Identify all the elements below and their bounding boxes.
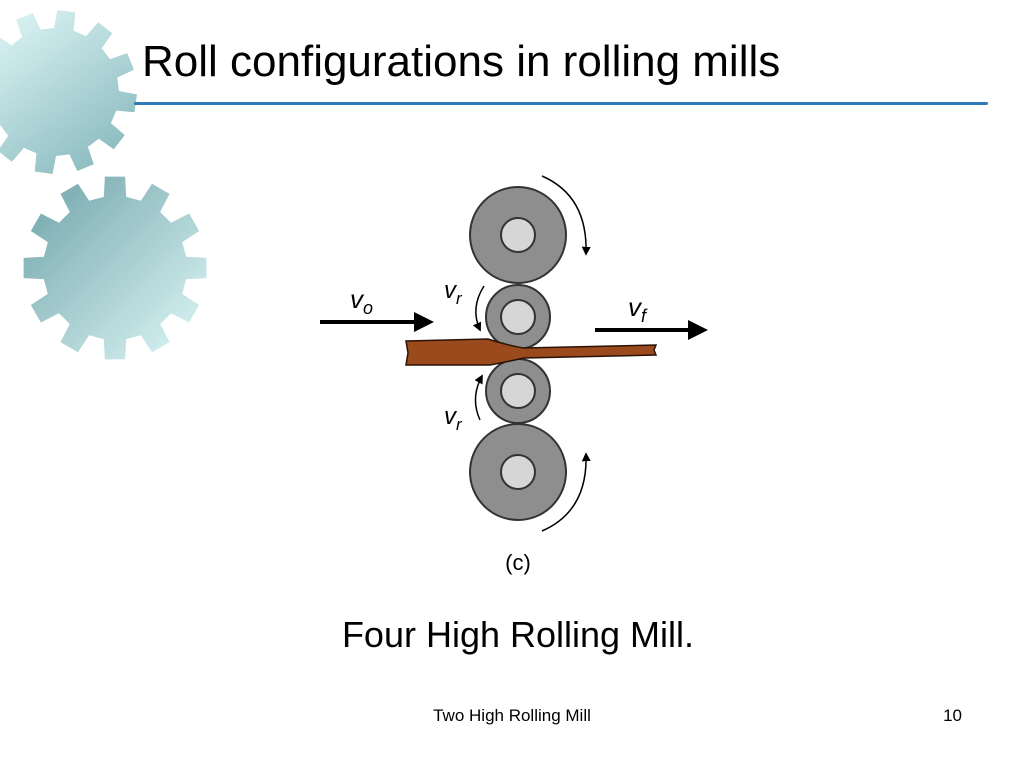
roll-velocity-label-top: vr bbox=[444, 277, 463, 308]
footer-text: Two High Rolling Mill bbox=[433, 706, 591, 725]
work-roll-bottom bbox=[485, 358, 551, 424]
gear-top-icon bbox=[0, 10, 137, 174]
roll-velocity-label-bottom: vr bbox=[444, 403, 463, 434]
backup-roll-bottom bbox=[469, 423, 567, 521]
rotation-arrow-bottom bbox=[541, 452, 591, 532]
rotation-arrow-work-bottom bbox=[474, 374, 483, 421]
gear-decoration-icon bbox=[0, 10, 207, 360]
metal-strip bbox=[405, 338, 658, 366]
slide-title: Roll configurations in rolling mills bbox=[142, 37, 781, 86]
page-number: 10 bbox=[943, 706, 962, 725]
gear-bottom-icon bbox=[23, 176, 207, 360]
gear2-shape bbox=[23, 176, 207, 360]
backup-roll-top bbox=[469, 186, 567, 284]
panel-label: (c) bbox=[505, 550, 531, 575]
title-underline bbox=[134, 102, 988, 105]
gear1-shape bbox=[0, 10, 137, 174]
four-high-mill-diagram: vo vf vr vr (c) bbox=[320, 175, 708, 575]
rotation-arrow-top bbox=[541, 175, 591, 256]
work-roll-top bbox=[485, 284, 551, 350]
entry-velocity-label: vo bbox=[350, 284, 373, 318]
rotation-arrow-work-top bbox=[472, 285, 485, 332]
slide-caption: Four High Rolling Mill. bbox=[341, 614, 695, 655]
exit-velocity-label: vf bbox=[628, 292, 648, 326]
